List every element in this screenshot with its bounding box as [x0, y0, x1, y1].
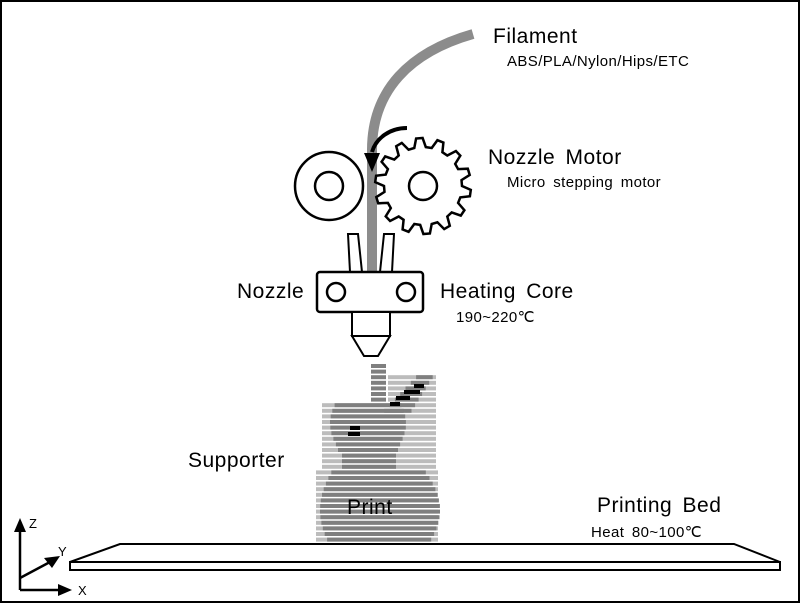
- print-layer: [342, 453, 396, 458]
- print-object: [320, 364, 440, 553]
- print-layer: [320, 515, 440, 520]
- print-layer: [371, 369, 386, 374]
- drive-gear: [373, 136, 473, 236]
- rabbit-ear-mark: [414, 384, 424, 388]
- rabbit-eye-mark: [348, 432, 360, 436]
- nozzle-assembly: [315, 230, 425, 357]
- support-layer: [388, 375, 436, 380]
- bed-subtitle: Heat 80~100℃: [591, 524, 702, 541]
- print-layer: [322, 492, 438, 497]
- rotation-arrow-icon: [364, 126, 408, 172]
- print-layer: [334, 403, 402, 408]
- filament-strand: [367, 29, 475, 272]
- print-layer: [389, 403, 416, 408]
- print-layer: [342, 464, 396, 469]
- motor-title: Nozzle Motor: [488, 146, 622, 169]
- print-layer: [342, 459, 396, 464]
- filament-title: Filament: [493, 25, 578, 48]
- print-layer: [325, 481, 433, 486]
- print-layer: [371, 375, 386, 380]
- core-subtitle: 190~220℃: [456, 309, 535, 326]
- print-layer: [327, 537, 432, 542]
- print-layer: [371, 397, 386, 402]
- print-layer: [371, 380, 386, 385]
- print-layer: [331, 470, 426, 475]
- print-layer: [323, 487, 436, 492]
- y-arrow-icon: [44, 556, 60, 568]
- print-layer: [332, 408, 404, 413]
- print-layer: [330, 414, 406, 419]
- idler-roller: [293, 150, 365, 222]
- supporter-label: Supporter: [188, 449, 285, 472]
- core-title: Heating Core: [440, 280, 574, 303]
- print-layer: [320, 509, 440, 514]
- motor-subtitle: Micro stepping motor: [507, 174, 661, 191]
- print-layer: [324, 532, 435, 536]
- z-arrow-icon: [14, 518, 26, 532]
- print-layer: [371, 386, 386, 391]
- print-layer: [321, 520, 439, 525]
- print-layer: [405, 386, 426, 391]
- print-layer: [410, 380, 430, 385]
- print-layer: [371, 364, 386, 368]
- print-label: Print: [347, 496, 393, 519]
- rabbit-ear-mark: [390, 402, 400, 406]
- print-layer: [371, 392, 386, 396]
- print-layer: [330, 420, 406, 424]
- axis-label-y: Y: [58, 544, 67, 559]
- rabbit-eye: [348, 384, 424, 436]
- print-layer: [338, 448, 398, 452]
- print-layer: [320, 504, 440, 508]
- x-arrow-icon: [58, 584, 72, 596]
- axis-label-z: Z: [29, 516, 37, 531]
- axis-indicator: Z Y X: [14, 516, 87, 598]
- filament-subtitle: ABS/PLA/Nylon/Hips/ETC: [507, 53, 689, 70]
- printing-bed: [69, 543, 781, 571]
- rabbit-ear-mark: [396, 396, 410, 400]
- print-layer: [330, 425, 406, 430]
- nozzle-label: Nozzle: [237, 280, 304, 303]
- print-layer: [322, 526, 437, 531]
- rabbit-eye-mark: [350, 426, 360, 430]
- bed-title: Printing Bed: [597, 494, 721, 517]
- print-layer: [416, 375, 433, 380]
- rabbit-ear-mark: [404, 390, 420, 394]
- print-layer: [331, 431, 405, 436]
- axis-label-x: X: [78, 583, 87, 598]
- nozzle-tip: [350, 335, 392, 357]
- print-layer: [335, 442, 401, 447]
- print-layer: [320, 498, 439, 503]
- print-layer: [328, 476, 430, 480]
- print-layer: [333, 436, 403, 441]
